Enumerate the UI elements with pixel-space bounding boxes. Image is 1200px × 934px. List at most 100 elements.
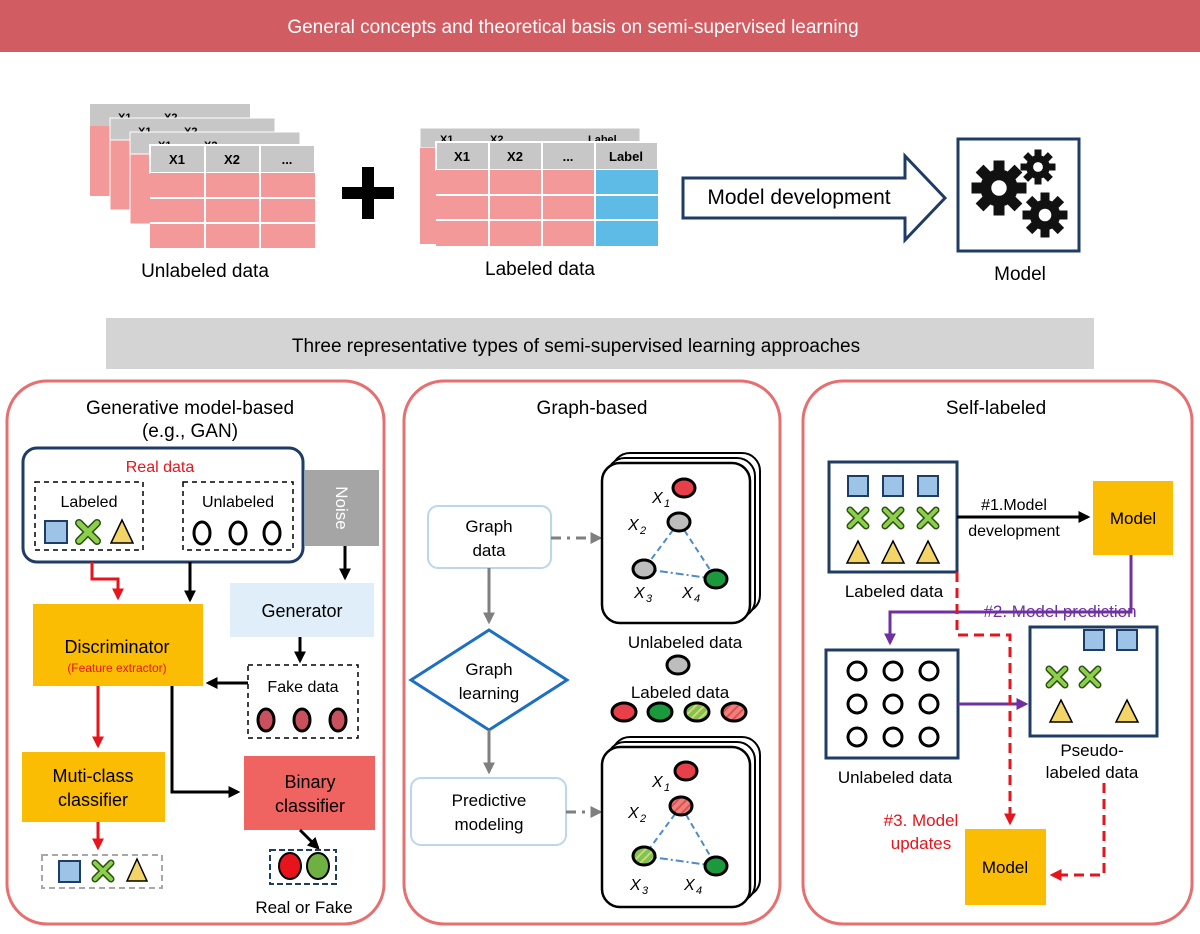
model-box-top: [956, 137, 1081, 253]
square-icon: [44, 520, 68, 544]
noise-box: [305, 470, 379, 546]
lcol-dots: ...: [563, 149, 574, 164]
step3-label-1: #3. Model: [884, 811, 959, 830]
gan-title: Generative model-based: [86, 398, 294, 419]
step1-label-1: #1.Model: [981, 497, 1047, 514]
triangle-icon: [845, 539, 871, 564]
triangle-icon: [915, 539, 941, 564]
labeled-data-tables: X1 X2 Label X1 X2 ... Label: [419, 127, 659, 246]
discriminator-label: Discriminator: [64, 637, 169, 657]
gan-subtitle: (e.g., GAN): [142, 421, 238, 442]
self-model-label: Model: [1110, 509, 1156, 528]
legend-labeled-node: [610, 701, 638, 723]
step3-label-2: updates: [891, 834, 952, 853]
real-fake-group: [269, 849, 337, 885]
binary-label-1: Binary: [284, 772, 335, 792]
pseudo-label-2: labeled data: [1046, 763, 1139, 782]
node-x3-label: X: [633, 585, 646, 602]
graph-title: Graph-based: [537, 398, 648, 419]
fake-circle-icon: [292, 707, 312, 733]
node-x4-label: X: [683, 877, 696, 894]
col-x1: X1: [169, 152, 185, 167]
node-x3-sub: 3: [646, 593, 653, 605]
graph-card-bottom: X 1 X 2 X 3 X 4: [600, 736, 761, 909]
graph-unlabeled-legend: Unlabeled data: [628, 633, 743, 652]
self-labeled-data-caption: Labeled data: [845, 582, 944, 601]
node-x1-sub: 1: [664, 782, 670, 794]
step1-label-2: development: [968, 523, 1060, 540]
circle-icon: [262, 520, 282, 546]
graph-node-labeled: [703, 568, 729, 590]
multiclass-box: [22, 752, 165, 822]
labeled-data-caption: Labeled data: [485, 259, 595, 280]
header-title: General concepts and theoretical basis o…: [287, 17, 858, 38]
x-mark-icon: [75, 519, 101, 545]
legend-labeled-node: [683, 701, 711, 723]
col-dots: ...: [282, 152, 293, 167]
discriminator-box: [33, 604, 203, 686]
subheader-band: [106, 318, 1094, 369]
step2-label: #2. Model prediction: [983, 602, 1136, 621]
graph-node-pseudo: [631, 845, 657, 867]
x-mark-icon: [846, 506, 870, 530]
self-title: Self-labeled: [946, 398, 1046, 419]
graph-learning-label-2: learning: [459, 684, 520, 703]
x-mark-icon: [916, 506, 940, 530]
labeled-table-front: X1 X2 ... Label: [435, 141, 659, 246]
unlabeled-data-tables: X1 X2 X1 X2 X1 X2 X1 X2 ...: [90, 104, 316, 248]
self-model-updated-box: [965, 829, 1046, 905]
real-data-label: Real data: [126, 459, 195, 476]
lcol-label: Label: [609, 149, 643, 164]
graph-card-top: X 1 X 2 X 3 X 4: [600, 452, 761, 625]
node-x4-label: X: [681, 585, 694, 602]
triangle-icon: [125, 857, 149, 882]
node-x4-sub: 4: [696, 885, 702, 897]
fake-circle-icon: [256, 707, 276, 733]
predictive-label-1: Predictive: [452, 791, 527, 810]
model-development-arrow: [681, 152, 948, 244]
self-unlabeled-caption: Unlabeled data: [838, 768, 953, 787]
graph-node-labeled: [703, 855, 729, 877]
legend-labeled-node: [720, 701, 748, 723]
node-x1-sub: 1: [664, 498, 670, 510]
fake-data-label: Fake data: [267, 679, 338, 696]
unlabeled-table-front: X1 X2 ...: [149, 144, 316, 248]
plus-icon: [342, 167, 394, 219]
generator-box: [230, 583, 374, 637]
circle-icon: [192, 520, 212, 546]
graph-data-label-2: data: [472, 541, 506, 560]
triangle-icon: [1114, 698, 1140, 723]
labeled-label: Labeled: [61, 494, 118, 511]
square-icon: [58, 860, 81, 883]
triangle-icon: [1048, 698, 1074, 723]
model-caption: Model: [994, 264, 1046, 285]
binary-label-2: classifier: [275, 796, 345, 816]
feature-extractor-label: (Feature extractor): [67, 661, 166, 675]
unlabeled-group: [182, 481, 294, 551]
square-icon: [917, 475, 939, 497]
model-development-label: Model development: [707, 186, 890, 209]
arrow-step3-labeled: [955, 572, 1016, 826]
real-circle-icon: [278, 852, 302, 880]
lcol-x2: X2: [507, 149, 523, 164]
labeled-group: [34, 481, 144, 551]
fake-circle-icon: [306, 852, 330, 880]
node-x2-label: X: [627, 517, 640, 534]
x-mark-icon: [1045, 665, 1069, 689]
predictive-label-2: modeling: [455, 815, 524, 834]
generator-label: Generator: [261, 601, 342, 621]
graph-node-pseudo: [668, 795, 694, 817]
arrow-real-discriminator: [90, 562, 124, 601]
triangle-icon: [880, 539, 906, 564]
pseudo-label-1: Pseudo-: [1060, 741, 1123, 760]
node-x1-label: X: [651, 774, 664, 791]
graph-node-labeled: [671, 477, 697, 499]
unlabeled-circles: [846, 660, 940, 748]
self-model-box: [1093, 481, 1173, 555]
class-output-group: [41, 854, 163, 889]
node-x2-sub: 2: [639, 813, 646, 825]
graph-data-label-1: Graph: [465, 517, 512, 536]
square-icon: [1116, 629, 1138, 651]
node-x1-label: X: [651, 490, 664, 507]
